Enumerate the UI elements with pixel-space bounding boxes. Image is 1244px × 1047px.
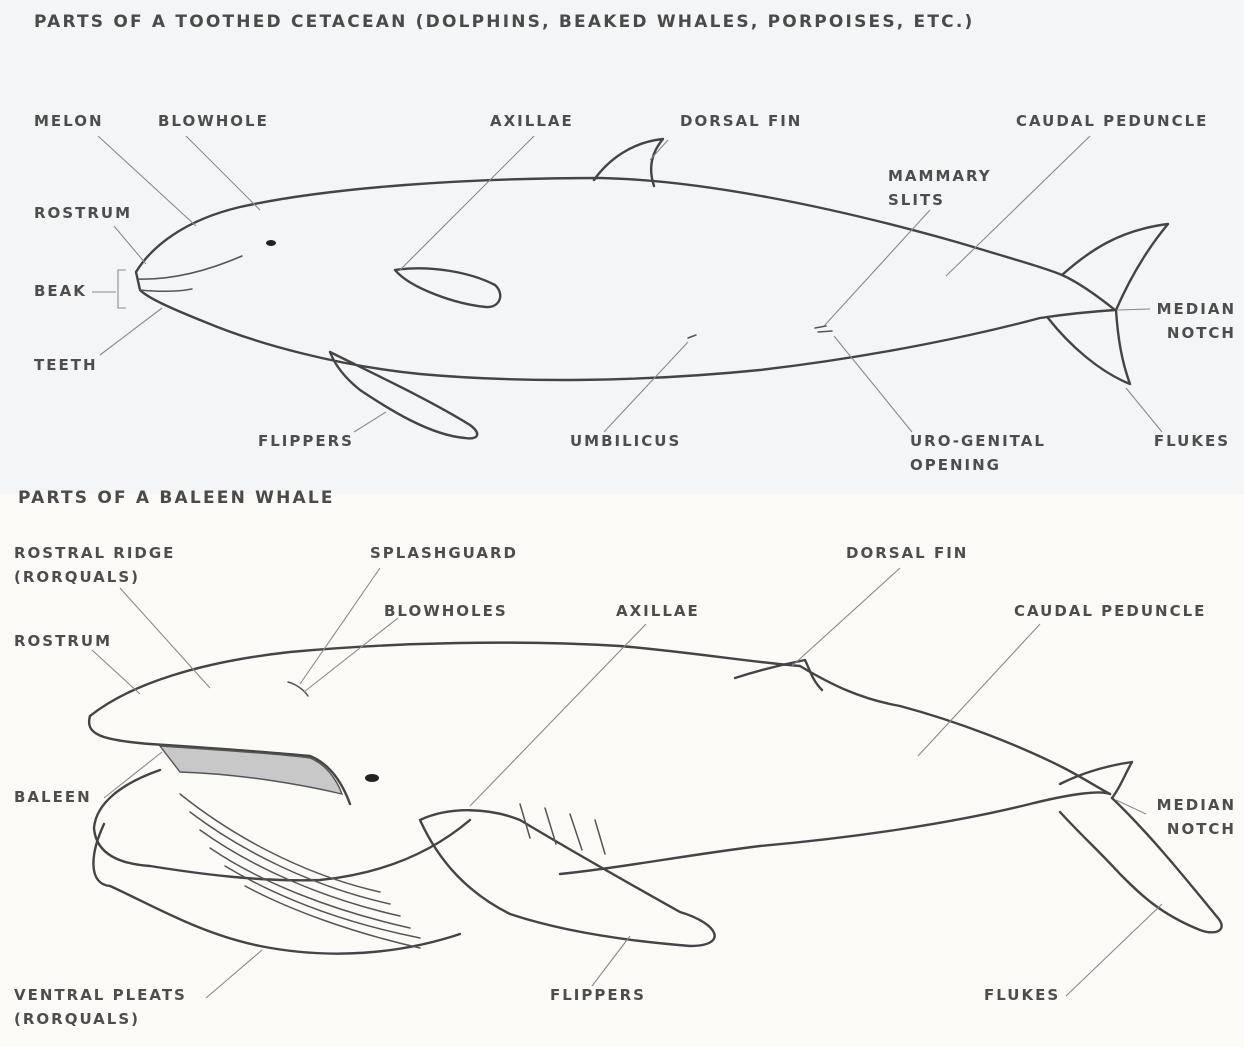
- label-ventral-pleats-line1: VENTRAL PLEATS: [14, 984, 187, 1007]
- whale-eye: [365, 774, 379, 782]
- dolphin-umbilicus-mark: [688, 335, 696, 338]
- leader-rostral-ridge: [120, 588, 210, 688]
- label-axillae: AXILLAE: [616, 600, 700, 623]
- label-flukes: FLUKES: [1154, 430, 1230, 453]
- leader-rostrum: [114, 226, 146, 264]
- leader-median-notch: [1118, 309, 1150, 310]
- leader-axillae: [400, 136, 534, 270]
- label-axillae: AXILLAE: [490, 110, 574, 133]
- leader-teeth: [100, 308, 162, 355]
- whale-ventral-pleats: [180, 794, 605, 948]
- label-flippers: FLIPPERS: [550, 984, 646, 1007]
- whale-splashguard: [288, 682, 308, 696]
- baleen-whale-panel: PARTS OF A BALEEN WHALE ROSTRAL RIDGE (R…: [0, 494, 1244, 1047]
- leader-flukes: [1126, 388, 1162, 432]
- label-urogenital-line2: OPENING: [910, 454, 1001, 477]
- humpback-illustration: [0, 494, 1244, 1047]
- label-caudal-peduncle: CAUDAL PEDUNCLE: [1014, 600, 1206, 623]
- dolphin-flipper-near: [395, 268, 500, 307]
- label-ventral-pleats-line2: (RORQUALS): [14, 1008, 140, 1031]
- leader-dorsal-fin: [792, 568, 900, 666]
- label-rostral-ridge-line1: ROSTRAL RIDGE: [14, 542, 175, 565]
- leader-blowholes: [304, 618, 398, 692]
- dolphin-fluke-upper: [1062, 224, 1168, 310]
- label-beak: BEAK: [34, 280, 87, 303]
- label-rostral-ridge-line2: (RORQUALS): [14, 566, 140, 589]
- dolphin-mouth-line: [138, 256, 242, 279]
- label-median-notch-line2: NOTCH: [1167, 818, 1236, 841]
- whale-baleen-plates: [160, 746, 342, 794]
- label-dorsal-fin: DORSAL FIN: [846, 542, 968, 565]
- dolphin-lower-lip: [140, 289, 192, 291]
- leader-mammary: [824, 210, 930, 326]
- label-mammary-slits-line1: MAMMARY: [888, 165, 992, 188]
- whale-underside: [560, 792, 1110, 874]
- label-rostrum: ROSTRUM: [14, 630, 112, 653]
- dolphin-urogenital-mark: [818, 331, 832, 332]
- label-splashguard: SPLASHGUARD: [370, 542, 518, 565]
- leader-ventral-pleats: [206, 950, 262, 998]
- dolphin-body-outline: [136, 178, 1115, 380]
- toothed-cetacean-panel: PARTS OF A TOOTHED CETACEAN (DOLPHINS, B…: [0, 0, 1244, 494]
- leader-baleen: [104, 752, 162, 798]
- label-urogenital-line1: URO-GENITAL: [910, 430, 1046, 453]
- label-teeth: TEETH: [34, 354, 98, 377]
- label-median-notch-line1: MEDIAN: [1157, 794, 1236, 817]
- whale-flipper: [420, 810, 715, 946]
- leader-flukes: [1066, 904, 1162, 996]
- label-flukes: FLUKES: [984, 984, 1060, 1007]
- label-baleen: BALEEN: [14, 786, 92, 809]
- leader-axillae: [470, 624, 646, 806]
- label-melon: MELON: [34, 110, 104, 133]
- leader-caudal-peduncle: [946, 136, 1090, 276]
- leader-urogenital: [834, 336, 912, 432]
- whale-lower-jaw: [94, 770, 470, 880]
- label-caudal-peduncle: CAUDAL PEDUNCLE: [1016, 110, 1208, 133]
- dolphin-illustration: [0, 0, 1244, 494]
- label-dorsal-fin: DORSAL FIN: [680, 110, 802, 133]
- leader-rostrum: [92, 650, 140, 694]
- beak-bracket: [118, 270, 126, 308]
- label-blowhole: BLOWHOLE: [158, 110, 269, 133]
- baleen-title: PARTS OF A BALEEN WHALE: [18, 488, 335, 508]
- leader-flippers: [592, 936, 630, 986]
- label-umbilicus: UMBILICUS: [570, 430, 681, 453]
- leader-splashguard: [300, 568, 380, 684]
- label-rostrum: ROSTRUM: [34, 202, 132, 225]
- leader-blowhole: [186, 136, 260, 210]
- label-median-notch-line1: MEDIAN: [1157, 298, 1236, 321]
- leader-flippers: [354, 412, 386, 432]
- label-mammary-slits-line2: SLITS: [888, 189, 945, 212]
- label-flippers: FLIPPERS: [258, 430, 354, 453]
- label-median-notch-line2: NOTCH: [1167, 322, 1236, 345]
- leader-umbilicus: [604, 342, 688, 432]
- dolphin-eye: [266, 240, 276, 246]
- dolphin-fluke-lower: [1048, 310, 1130, 384]
- toothed-title: PARTS OF A TOOTHED CETACEAN (DOLPHINS, B…: [34, 12, 974, 32]
- label-blowholes: BLOWHOLES: [384, 600, 508, 623]
- leader-caudal-peduncle: [918, 624, 1040, 756]
